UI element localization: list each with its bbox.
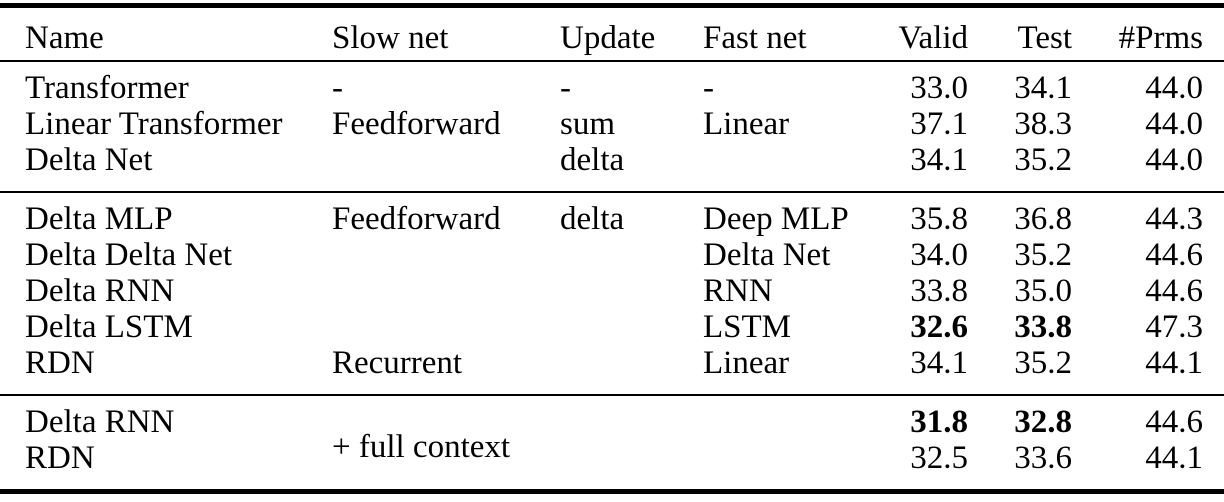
column-header-slow-net: Slow net [332, 5, 560, 62]
cell-name: Delta MLP [25, 201, 173, 237]
cell-prms: 44.6 [1145, 404, 1203, 440]
cell-name: Linear Transformer [25, 106, 283, 142]
cell-fast-net: LSTM [703, 309, 792, 345]
cell-slow-net [332, 273, 560, 309]
cell-valid: 31.8 [910, 404, 968, 440]
group-baselines: Transformer - - - 33.0 34.1 44.0 Linear … [0, 61, 1224, 192]
cell-test: 33.8 [1014, 309, 1072, 345]
table-row: Delta MLP Feedforward delta Deep MLP 35.… [0, 192, 1224, 237]
cell-slow-net [332, 237, 560, 273]
cell-name: Transformer [25, 70, 189, 106]
column-header-test: Test [968, 5, 1072, 62]
cell-prms: 44.0 [1145, 70, 1203, 106]
column-header-fast-net: Fast net [703, 5, 868, 62]
cell-fast-net: Linear [703, 106, 790, 142]
cell-test: 38.3 [1014, 106, 1072, 142]
results-table: Name Slow net Update Fast net Valid Test… [0, 3, 1224, 494]
cell-slow-net-full-context: + full context [332, 428, 511, 465]
cell-valid: 34.1 [910, 345, 968, 381]
cell-test: 35.0 [1014, 273, 1072, 309]
table-row: Delta LSTM LSTM 32.6 33.8 47.3 [0, 309, 1224, 345]
cell-fast-net: Deep MLP [703, 201, 849, 237]
cell-update: delta [560, 142, 625, 178]
cell-name: Delta Net [25, 142, 153, 178]
cell-valid: 34.1 [910, 142, 968, 178]
cell-prms: 44.0 [1145, 106, 1203, 142]
cell-prms: 44.1 [1145, 345, 1203, 381]
cell-slow-net: Feedforward [332, 106, 501, 142]
group-full-context: Delta RNN + full context 31.8 32.8 44.6 … [0, 395, 1224, 492]
cell-test: 33.6 [1014, 440, 1072, 476]
cell-slow-net [332, 309, 560, 345]
cell-prms: 44.6 [1145, 237, 1203, 273]
cell-prms: 44.0 [1145, 142, 1203, 178]
cell-slow-net: Recurrent [332, 345, 463, 381]
cell-name: Delta Delta Net [25, 237, 233, 273]
cell-prms: 44.6 [1145, 273, 1203, 309]
cell-fast-net: - [703, 70, 714, 106]
cell-test: 35.2 [1014, 142, 1072, 178]
cell-name: Delta RNN [25, 404, 175, 440]
cell-prms: 47.3 [1145, 309, 1203, 345]
cell-valid: 34.0 [910, 237, 968, 273]
column-header-valid: Valid [868, 5, 968, 62]
cell-valid: 37.1 [910, 106, 968, 142]
cell-prms: 44.3 [1145, 201, 1203, 237]
cell-prms: 44.1 [1145, 440, 1203, 476]
cell-update [560, 395, 703, 440]
cell-update: delta [560, 201, 625, 237]
cell-update [560, 309, 703, 345]
column-header-prms: #Prms [1072, 5, 1224, 62]
cell-fast-net [703, 142, 868, 192]
table-row: RDN 32.5 33.6 44.1 [0, 440, 1224, 492]
header-row: Name Slow net Update Fast net Valid Test… [0, 5, 1224, 62]
column-header-name: Name [0, 5, 332, 62]
cell-valid: 33.0 [910, 70, 968, 106]
cell-fast-net: RNN [703, 273, 773, 309]
cell-test: 35.2 [1014, 345, 1072, 381]
table-row: Delta Net delta 34.1 35.2 44.0 [0, 142, 1224, 192]
cell-name: Delta RNN [25, 273, 175, 309]
cell-update [560, 273, 703, 309]
cell-name: RDN [25, 345, 95, 381]
cell-valid: 33.8 [910, 273, 968, 309]
cell-update [560, 237, 703, 273]
table-row: Delta RNN + full context 31.8 32.8 44.6 [0, 395, 1224, 464]
cell-test: 34.1 [1014, 70, 1072, 106]
cell-valid: 35.8 [910, 201, 968, 237]
table-row: Transformer - - - 33.0 34.1 44.0 [0, 61, 1224, 106]
cell-name: RDN [25, 440, 95, 476]
table-row: Delta Delta Net Delta Net 34.0 35.2 44.6 [0, 237, 1224, 273]
cell-fast-net [703, 440, 868, 492]
cell-slow-net: Feedforward [332, 201, 501, 237]
cell-slow-net [332, 142, 560, 192]
cell-name: Delta LSTM [25, 309, 193, 345]
cell-fast-net [703, 395, 868, 440]
cell-valid: 32.6 [910, 309, 968, 345]
cell-update: sum [560, 106, 616, 142]
cell-valid: 32.5 [910, 440, 968, 476]
table-row: RDN Recurrent Linear 34.1 35.2 44.1 [0, 345, 1224, 395]
cell-slow-net: - [332, 70, 343, 106]
cell-test: 35.2 [1014, 237, 1072, 273]
cell-update [560, 440, 703, 492]
cell-update [560, 345, 703, 395]
cell-test: 32.8 [1014, 404, 1072, 440]
table-row: Linear Transformer Feedforward sum Linea… [0, 106, 1224, 142]
cell-fast-net: Linear [703, 345, 790, 381]
column-header-update: Update [560, 5, 703, 62]
group-delta-variants: Delta MLP Feedforward delta Deep MLP 35.… [0, 192, 1224, 395]
table-row: Delta RNN RNN 33.8 35.0 44.6 [0, 273, 1224, 309]
cell-fast-net: Delta Net [703, 237, 831, 273]
cell-test: 36.8 [1014, 201, 1072, 237]
cell-update: - [560, 70, 571, 106]
